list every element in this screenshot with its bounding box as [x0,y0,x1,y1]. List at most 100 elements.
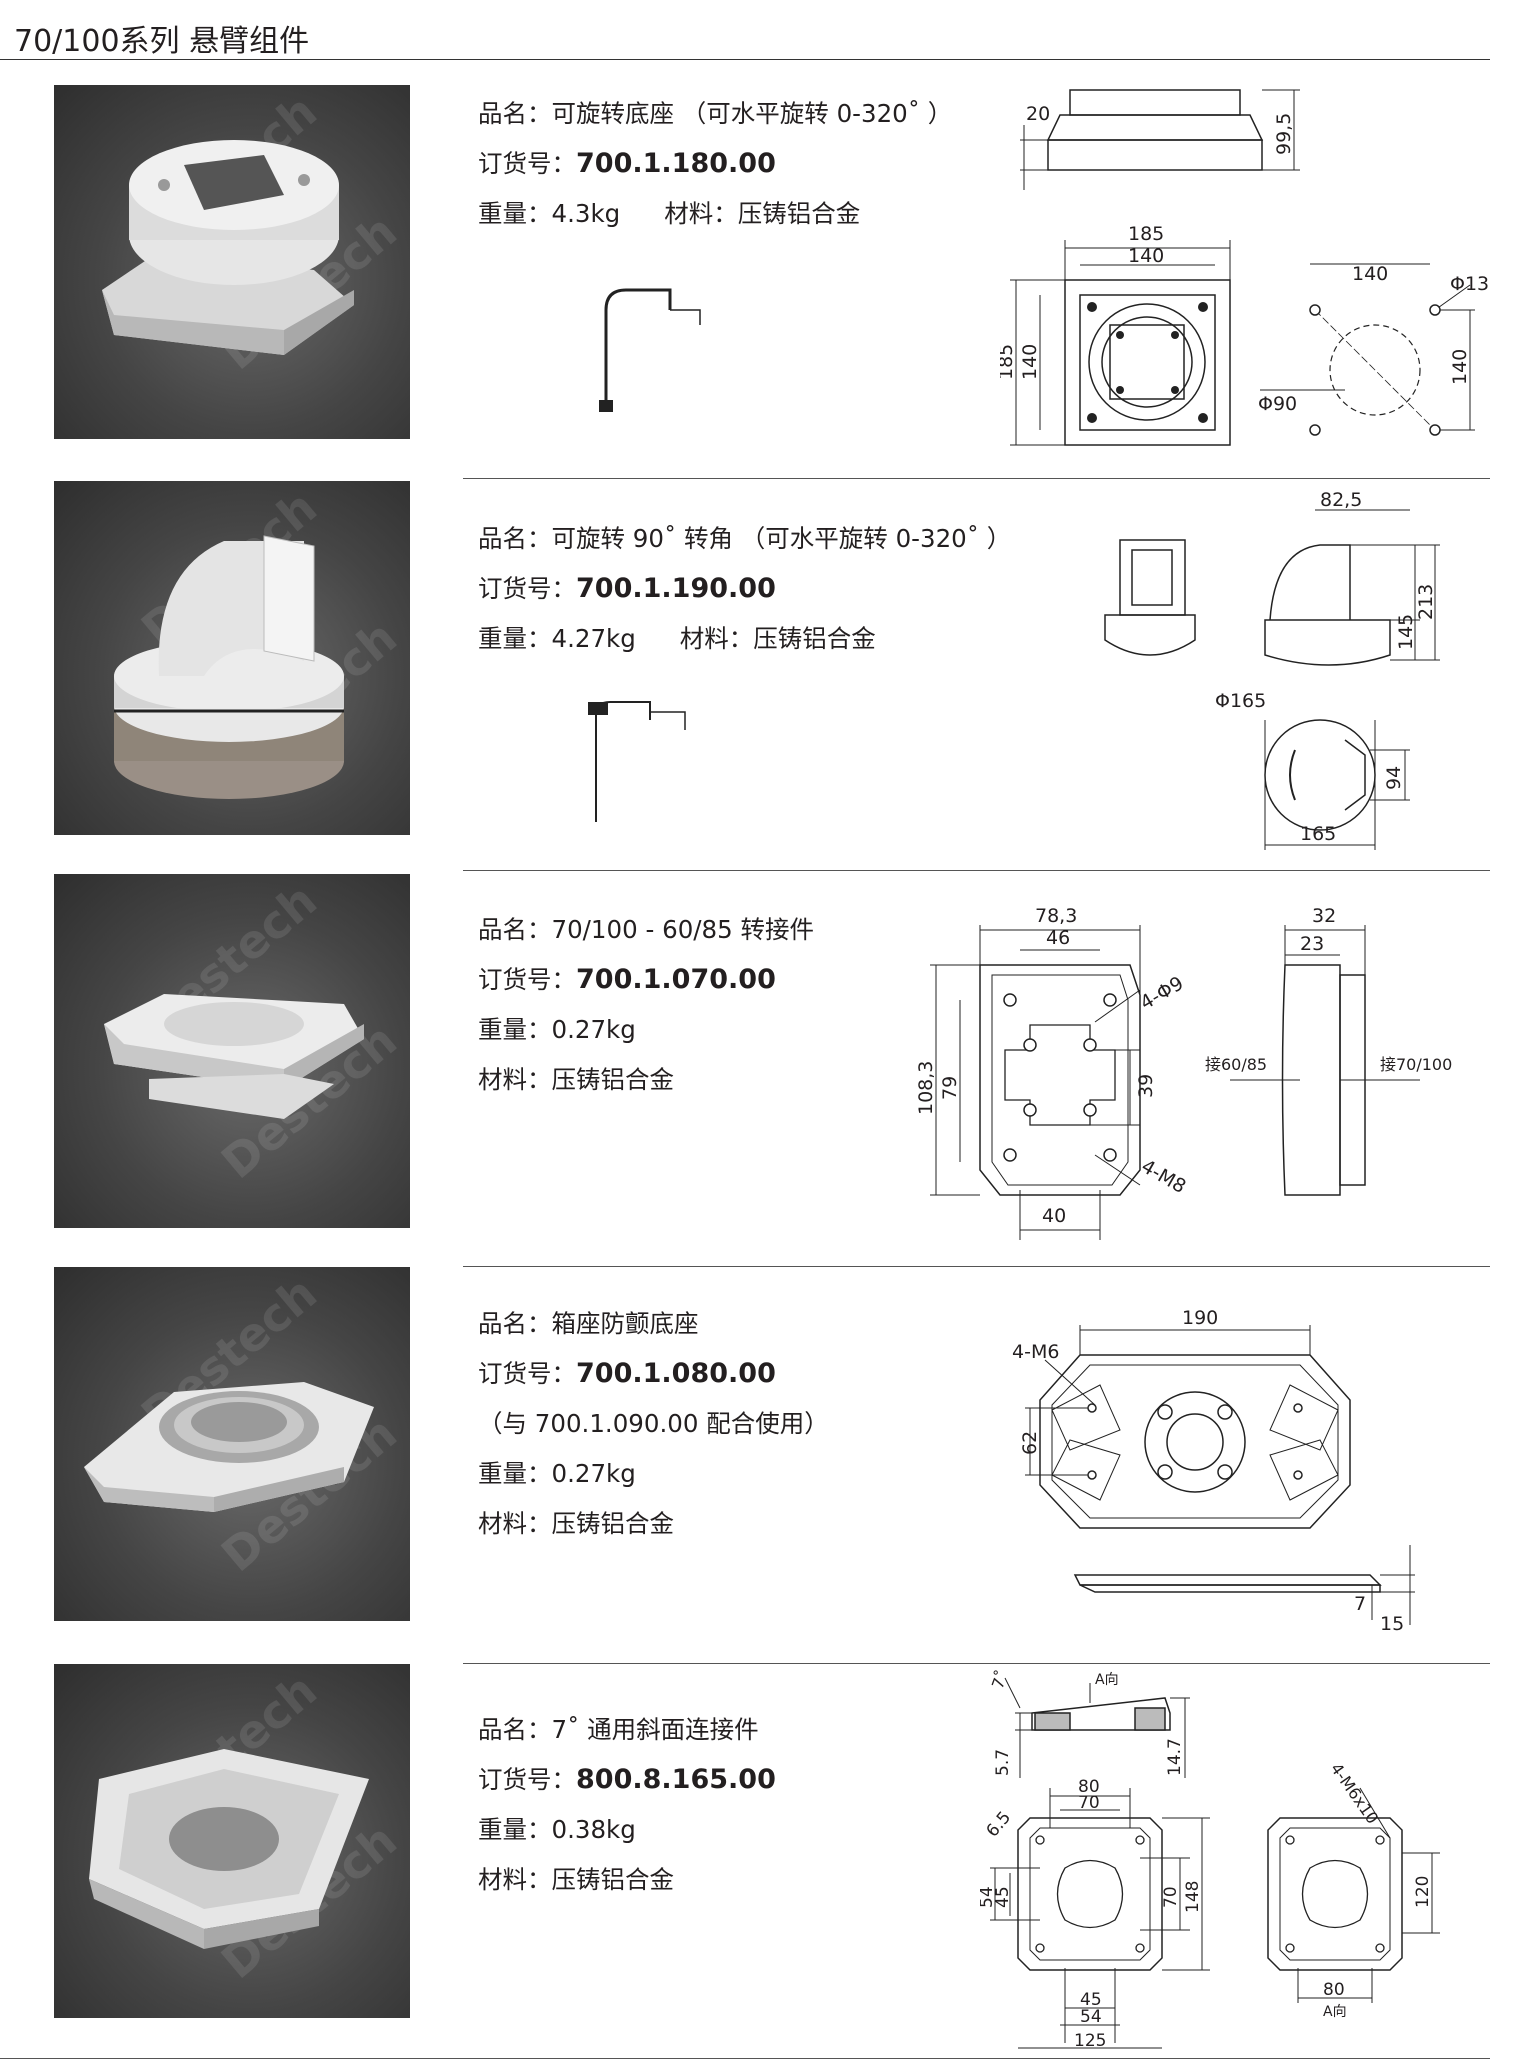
dim-label: 140 [1352,263,1388,285]
dim-label: 23 [1300,933,1324,955]
dim-label: 6.5 [983,1808,1016,1842]
weight-label: 重量： [478,624,552,653]
dim-label: 54 [1080,2007,1102,2027]
dim-label: 4-Φ9 [1137,972,1188,1014]
product-photo-1: Destech Destech [54,85,410,439]
product-photo-4: Destech Destech [54,1267,410,1621]
dim-label: 99,5 [1273,113,1295,155]
dim-label: 39 [1135,1074,1157,1098]
order-number: 700.1.190.00 [576,573,776,604]
corner-joint-drawing: 82,5 145 213 Φ165 94 165 [1104,490,1440,850]
dim-label: 20 [1026,103,1050,125]
row-divider [463,1663,1490,1664]
product-info-1: 品名：可旋转底座 （可水平旋转 0-320˚ ） 订货号：700.1.180.0… [478,89,952,239]
dim-label: 62 [1019,1431,1041,1455]
product-info-3: 品名：70/100 - 60/85 转接件 订货号：700.1.070.00 重… [478,905,814,1105]
dim-label: 140 [1128,245,1164,267]
name-label: 品名： [478,1715,552,1744]
order-label: 订货号： [478,1765,576,1794]
angle-connector-drawing: 7˚ A向 5.7 14.7 80 70 6.5 54 45 70 148 45… [980,1668,1440,2051]
product-photo-2: Destech Destech [54,481,410,835]
dim-label: Φ13 [1450,273,1489,295]
dim-label: 165 [1300,823,1336,845]
dim-label: 45 [1080,1990,1102,2010]
anti-vibration-base-photo-icon [84,1382,374,1512]
order-label: 订货号： [478,149,576,178]
material-label: 材料： [478,1065,552,1094]
row-divider [463,478,1490,479]
dim-label: 40 [1042,1205,1066,1227]
dim-label: Φ90 [1258,393,1297,415]
material-value: 压铸铝合金 [551,1065,675,1094]
dim-label: 185 [1128,223,1164,245]
material-value: 压铸铝合金 [551,1509,675,1538]
dim-label: 4-M8 [1138,1155,1190,1198]
dim-label: 78,3 [1035,905,1077,927]
connect-label: 接60/85 [1205,1055,1267,1074]
row-divider [463,1266,1490,1267]
dim-label: 45 [993,1886,1013,1908]
order-label: 订货号： [478,965,576,994]
dim-label: 4-M6x10 [1327,1759,1383,1827]
product-name: 可旋转 90˚ 转角 （可水平旋转 0-320˚ ） [551,524,1012,553]
corner-joint-photo-icon [114,535,344,799]
dim-label: 70 [1161,1886,1181,1908]
dim-label: 32 [1312,905,1336,927]
weight-label: 重量： [478,1815,552,1844]
name-label: 品名： [478,1309,552,1338]
material-label: 材料： [679,624,754,653]
dim-label: Φ165 [1215,690,1266,712]
weight-label: 重量： [478,1459,552,1488]
dim-label: 140 [1449,349,1471,385]
order-label: 订货号： [478,574,576,603]
arm-position-icon [588,701,686,822]
name-label: 品名： [478,915,552,944]
adapter-photo-icon [104,994,364,1119]
dim-label: 108,3 [915,1061,937,1115]
dim-label: 145 [1395,614,1417,650]
dim-label: 190 [1182,1307,1218,1329]
dim-label: 125 [1074,2031,1106,2051]
material-value: 压铸铝合金 [551,1865,675,1894]
product-photo-5: Destech Destech [54,1664,410,2018]
weight-label: 重量： [478,199,552,228]
arm-position-icon [599,288,701,412]
dim-label: 14.7 [1165,1738,1185,1776]
angle-connector-photo-icon [89,1749,369,1949]
dim-label: 120 [1413,1876,1433,1908]
dim-label: 82,5 [1320,490,1362,511]
product-name: 可旋转底座 （可水平旋转 0-320˚ ） [551,99,953,128]
page-title: 70/100系列 悬臂组件 [14,24,310,59]
connect-label: 接70/100 [1380,1055,1452,1074]
dim-label: 46 [1046,927,1070,949]
product-name: 箱座防颤底座 [551,1309,699,1338]
dim-label: 148 [1183,1881,1203,1913]
weight-value: 0.27kg [551,1459,636,1488]
weight-value: 4.27kg [551,624,636,653]
dim-label: 70 [1078,1793,1100,1813]
row-divider [463,870,1490,871]
dim-label: 80 [1078,1777,1100,1797]
weight-label: 重量： [478,1015,552,1044]
dim-label: 79 [939,1076,961,1100]
product-info-5: 品名：7˚ 通用斜面连接件 订货号：800.8.165.00 重量：0.38kg… [478,1705,776,1905]
product-photo-3: Destech Destech [54,874,410,1228]
rotating-base-photo-icon [102,140,354,355]
title-divider [0,59,1490,60]
product-name: 70/100 - 60/85 转接件 [551,915,815,944]
material-value: 压铸铝合金 [737,199,861,228]
product-info-4: 品名：箱座防颤底座 订货号：700.1.080.00 （与 700.1.090.… [478,1299,829,1549]
weight-value: 0.38kg [551,1815,636,1844]
dim-label: A向 [1323,2004,1347,2020]
page-bottom-divider [0,2058,1490,2059]
material-value: 压铸铝合金 [753,624,876,653]
dim-label: 80 [1323,1980,1345,2000]
dim-label: 15 [1380,1613,1404,1635]
product-name: 7˚ 通用斜面连接件 [551,1715,759,1744]
adapter-drawing: 78,3 46 4-Φ9 108,3 79 39 4-M8 40 32 23 接… [915,905,1452,1240]
material-label: 材料： [478,1865,552,1894]
dim-label: 7˚ [988,1668,1012,1691]
rotating-base-drawing: 20 99,5 185 140 185 140 [1000,89,1489,446]
dim-label: 140 [1019,344,1041,380]
name-label: 品名： [478,99,552,128]
